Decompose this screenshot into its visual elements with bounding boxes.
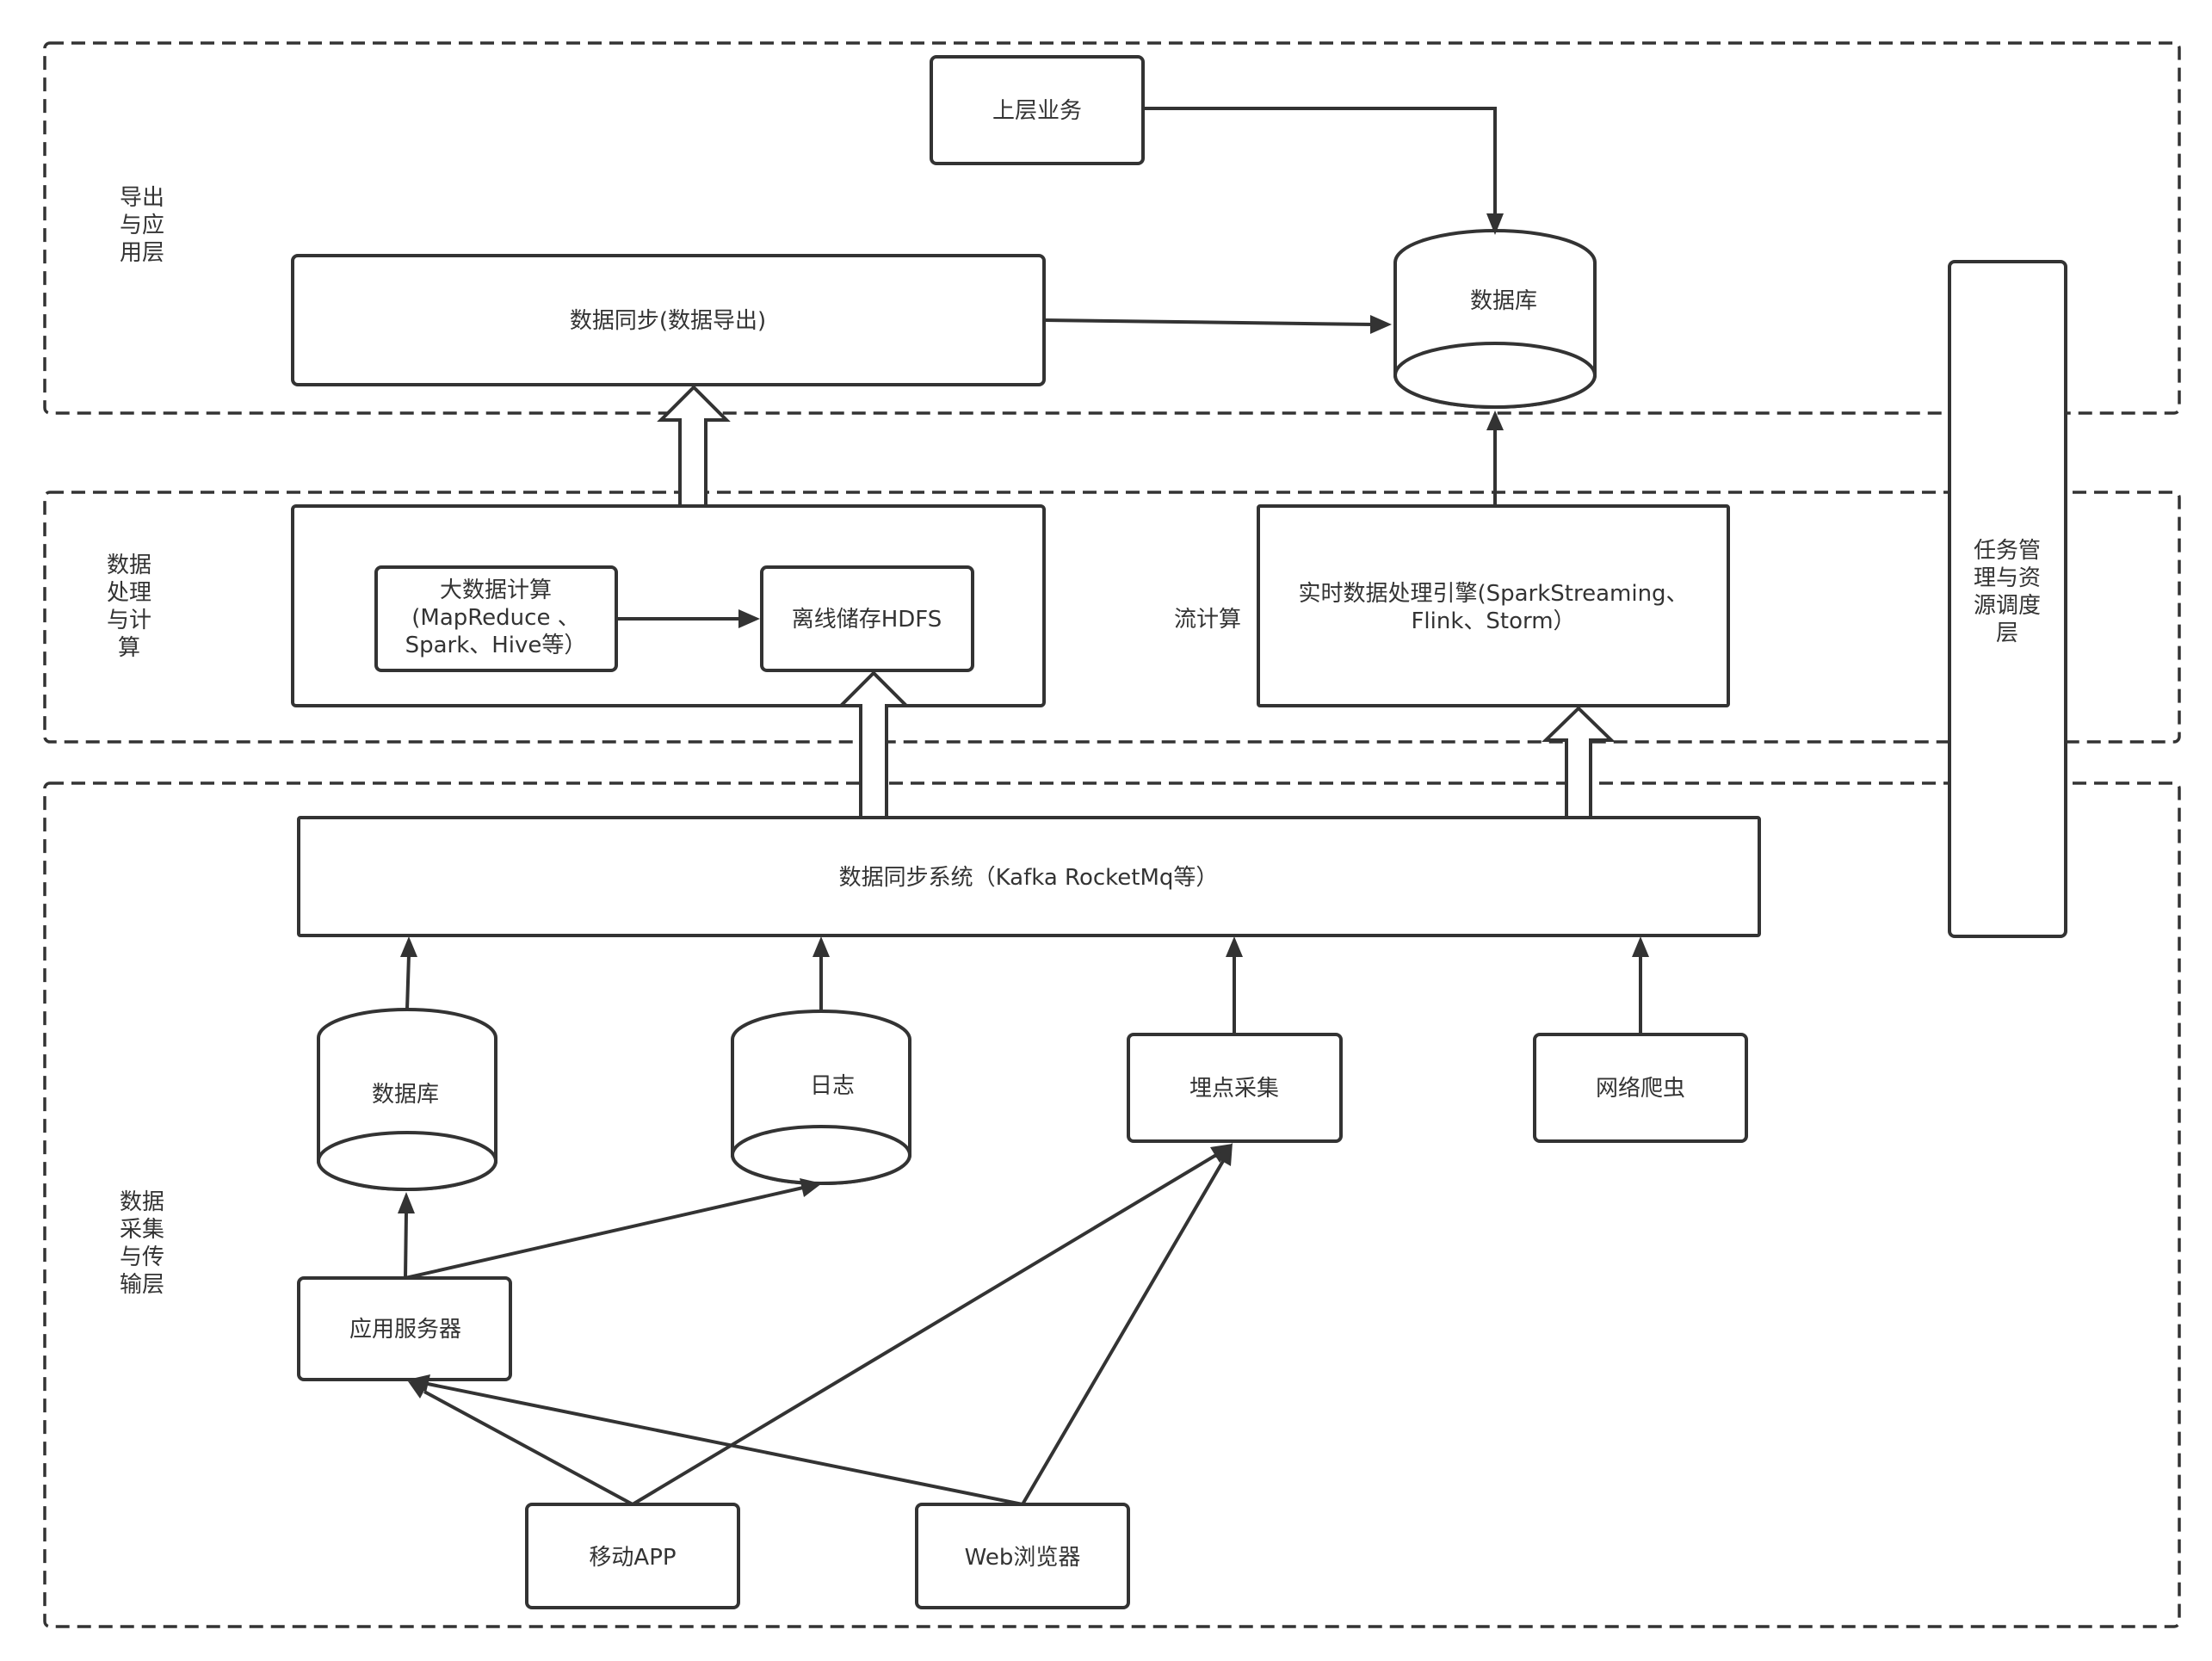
database-bottom-label: 数据库: [372, 1082, 439, 1108]
arrow-upper-business-to-database: [1143, 107, 1497, 215]
collection-layer-label: 数据采集与传输层: [120, 1189, 164, 1298]
web-browser-label: Web浏览器: [965, 1545, 1081, 1571]
arrowhead: [1486, 411, 1504, 430]
export-layer-label: 导出与应用层: [120, 185, 164, 266]
arrowhead: [1486, 213, 1504, 235]
arrowhead: [738, 609, 760, 628]
scheduler-layer-label: 任务管理与资源调度层: [1974, 538, 2041, 646]
fat-arrow-sync-to-realtime: [1542, 706, 1616, 819]
arrowhead: [1226, 936, 1243, 957]
processing-layer-zone: [43, 491, 2181, 744]
logs-cylinder: [731, 1010, 911, 1185]
app-server-box: [297, 1276, 512, 1381]
export-layer-zone: [43, 41, 2181, 415]
connector-arrows: [398, 107, 1649, 1506]
arrowhead: [398, 1192, 415, 1213]
stream-compute-label: 流计算: [1174, 607, 1241, 633]
arrow-web-to-server: [427, 1382, 1023, 1506]
tracking-label: 埋点采集: [1189, 1076, 1279, 1102]
arrowhead: [1214, 1143, 1233, 1166]
arrowhead: [813, 936, 830, 957]
app-server-label: 应用服务器: [349, 1317, 461, 1343]
arrow-mobile-to-server: [423, 1390, 633, 1506]
database-top-label: 数据库: [1470, 288, 1537, 314]
offline-hdfs-box: [760, 565, 974, 672]
arrow-export-to-database: [1043, 318, 1374, 326]
fat-arrow-sync-to-hdfs: [837, 670, 911, 819]
arrow-server-to-db: [404, 1211, 408, 1279]
database-bottom-cylinder: [317, 1008, 497, 1191]
database-top-cylinder: [1393, 229, 1597, 409]
data-sync-system-label: 数据同步系统（Kafka RocketMq等）: [839, 865, 1219, 891]
realtime-engine-label: 实时数据处理引擎(SparkStreaming、Flink、Storm）: [1298, 581, 1688, 634]
arrowhead: [408, 1374, 430, 1392]
arrowhead: [1632, 936, 1649, 957]
arrow-web-to-tracking: [1021, 1159, 1225, 1506]
arrowhead: [800, 1178, 822, 1197]
processing-layer-label: 数据处理与计算: [107, 553, 151, 661]
offline-hdfs-label: 离线储存HDFS: [792, 607, 942, 633]
arrowhead: [400, 936, 417, 957]
logs-label: 日志: [810, 1073, 855, 1099]
upper-business-label: 上层业务: [992, 98, 1082, 124]
bigdata-compute-label: 大数据计算(MapReduce 、Spark、Hive等）: [405, 577, 587, 658]
fat-arrow-hdfs-to-export: [657, 385, 731, 508]
arrow-db-to-sync: [405, 954, 411, 1010]
arrow-server-to-logs: [405, 1186, 804, 1280]
crawler-label: 网络爬虫: [1596, 1076, 1685, 1102]
arrowhead: [1370, 315, 1392, 334]
data-sync-system-box: [297, 816, 1761, 937]
data-sync-export-label: 数据同步(数据导出): [570, 308, 766, 334]
scheduler-layer-box: [1948, 260, 2067, 938]
collection-layer-zone: [43, 781, 2181, 1628]
mobile-app-label: 移动APP: [589, 1545, 676, 1571]
